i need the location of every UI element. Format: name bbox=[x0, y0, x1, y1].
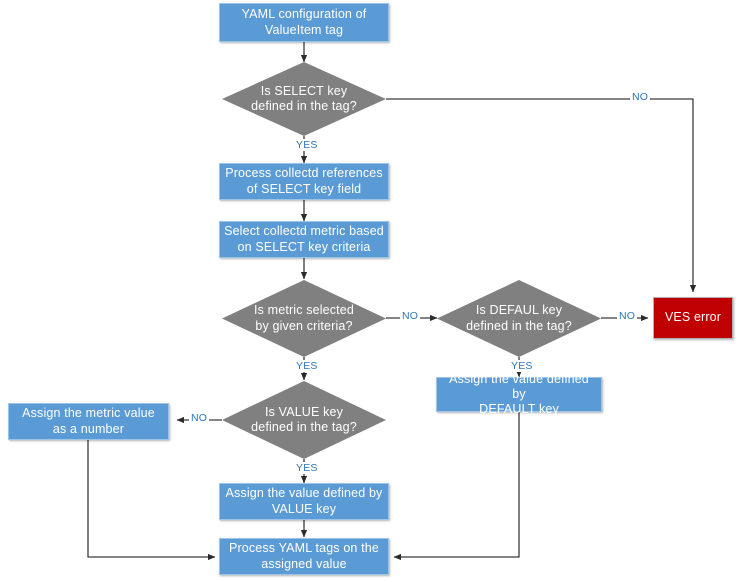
edge-label-defaul-no: NO bbox=[617, 310, 638, 322]
node-process-yaml-line1: Process YAML tags on the bbox=[229, 541, 379, 556]
node-assign-number-text: Assign the metric value as a number bbox=[22, 406, 155, 437]
node-process-yaml-text: Process YAML tags on the assigned value bbox=[229, 541, 379, 572]
edge-label-value-yes: YES bbox=[294, 462, 320, 474]
node-assign-default-line2: DEFAULT key bbox=[479, 402, 559, 417]
edge-label-defaul-yes: YES bbox=[509, 360, 535, 372]
diamond-shape-defaul-key bbox=[437, 280, 601, 357]
diamond-shape-select-key bbox=[222, 62, 386, 136]
diamond-shape-metric-selected bbox=[222, 280, 386, 357]
node-process-yaml-line2: assigned value bbox=[261, 556, 347, 571]
node-decision-metric-selected[interactable]: Is metric selected by given criteria? bbox=[222, 280, 386, 357]
node-process-yaml[interactable]: Process YAML tags on the assigned value bbox=[219, 538, 389, 575]
node-process-references[interactable]: Process collectd references of SELECT ke… bbox=[219, 163, 389, 200]
node-assign-number-line1: Assign the metric value bbox=[22, 406, 155, 421]
edge-label-select-yes: YES bbox=[294, 139, 320, 151]
node-decision-select-key[interactable]: Is SELECT key defined in the tag? bbox=[222, 62, 386, 136]
node-select-metric-line2: on SELECT key criteria bbox=[237, 239, 371, 254]
edge-label-select-no: NO bbox=[630, 91, 651, 103]
node-assign-number[interactable]: Assign the metric value as a number bbox=[8, 403, 169, 440]
node-process-references-text: Process collectd references of SELECT ke… bbox=[225, 166, 383, 197]
node-assign-value-line1: Assign the value defined by bbox=[225, 486, 383, 501]
edge-select-no bbox=[386, 98, 697, 293]
node-process-refs-line2: of SELECT key field bbox=[246, 181, 362, 196]
edge-label-metric-yes: YES bbox=[294, 360, 320, 372]
node-process-refs-line1: Process collectd references bbox=[225, 166, 383, 181]
edge-label-value-no: NO bbox=[189, 412, 210, 424]
node-ves-error-text: VES error bbox=[664, 310, 722, 325]
node-select-metric[interactable]: Select collectd metric based on SELECT k… bbox=[219, 221, 389, 258]
node-assign-default[interactable]: Assign the value defined by DEFAULT key bbox=[436, 372, 602, 416]
node-assign-value-line2: VALUE key bbox=[271, 501, 337, 516]
node-assign-value-text: Assign the value defined by VALUE key bbox=[226, 486, 383, 517]
node-assign-default-line1: Assign the value defined by bbox=[449, 371, 589, 401]
edge-assigndefault-to-yaml bbox=[393, 412, 520, 561]
node-ves-error[interactable]: VES error bbox=[653, 297, 733, 339]
node-decision-defaul-key[interactable]: Is DEFAUL key defined in the tag? bbox=[437, 280, 601, 357]
node-assign-default-text: Assign the value defined by DEFAULT key bbox=[441, 372, 597, 418]
node-assign-number-line2: as a number bbox=[52, 421, 125, 436]
node-select-metric-text: Select collectd metric based on SELECT k… bbox=[224, 224, 384, 255]
node-select-metric-line1: Select collectd metric based bbox=[224, 224, 384, 239]
edge-label-metric-no: NO bbox=[400, 310, 421, 322]
node-assign-value[interactable]: Assign the value defined by VALUE key bbox=[219, 483, 389, 520]
node-start-line1: YAML configuration of bbox=[241, 7, 367, 22]
node-decision-value-key[interactable]: Is VALUE key defined in the tag? bbox=[222, 381, 386, 459]
node-start-text: YAML configuration of ValueItem tag bbox=[242, 7, 367, 38]
edge-assignnumber-to-yaml bbox=[87, 440, 216, 561]
diamond-shape-value-key bbox=[222, 381, 386, 459]
node-start-line2: ValueItem tag bbox=[264, 22, 344, 37]
node-start[interactable]: YAML configuration of ValueItem tag bbox=[219, 3, 389, 42]
